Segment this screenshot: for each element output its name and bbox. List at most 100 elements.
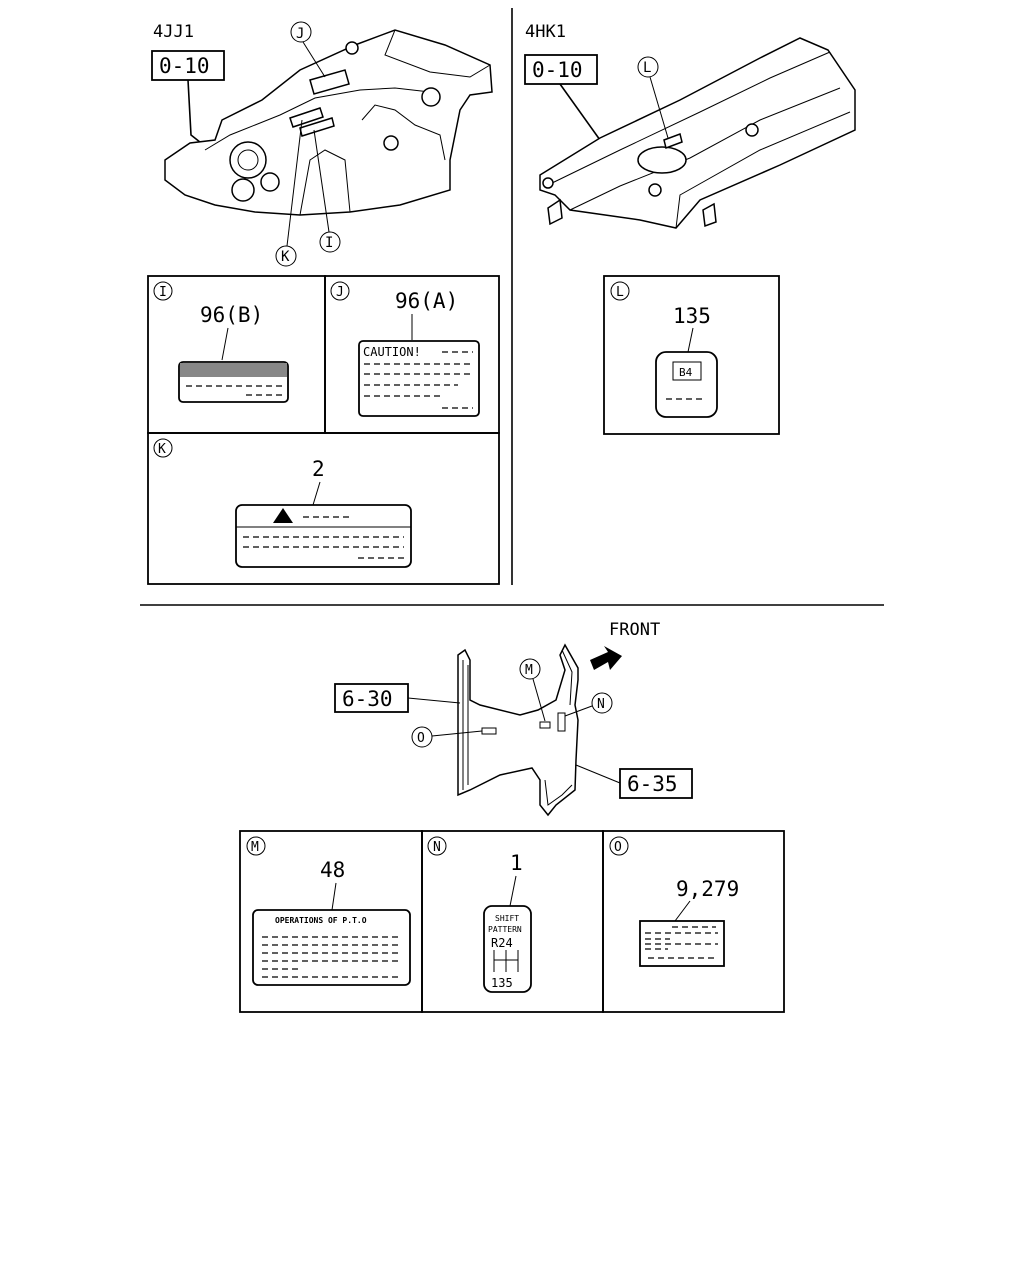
cover-edge [569, 87, 841, 211]
label-l-patch [663, 133, 683, 149]
panel-letter-circle [153, 438, 173, 458]
panel-j: J 96(A) CAUTION! [324, 275, 500, 434]
bolt-hole [542, 177, 554, 189]
ref-box-frame [619, 768, 693, 799]
oil-port [229, 141, 267, 179]
panel-letter-circle [427, 836, 447, 856]
label-i-patch [299, 117, 335, 137]
callout-n[interactable]: N [597, 697, 605, 712]
oil-port [231, 178, 255, 202]
label-outline [639, 920, 725, 967]
panel-k: K 2 [147, 432, 500, 585]
shift-top-gears: R24 [491, 936, 513, 950]
callout-o[interactable]: O [417, 731, 425, 746]
label-j-patch [309, 69, 350, 95]
leader-line [564, 705, 593, 717]
leader-line [286, 119, 303, 247]
label-outline [483, 905, 532, 993]
part-number-135[interactable]: 135 [673, 304, 711, 328]
label-inner-box [672, 361, 702, 381]
console-edge [561, 649, 573, 706]
part-number-9-279[interactable]: 9,279 [676, 877, 739, 901]
cover-edge [547, 51, 831, 186]
label-n-patch [557, 712, 566, 732]
label-heading: OPERATIONS OF P.T.O [275, 916, 367, 925]
panel-letter-circle [609, 836, 629, 856]
caution-text: CAUTION! [363, 345, 421, 359]
panel-o: O 9,279 [602, 830, 785, 1013]
part-number-96a[interactable]: 96(A) [395, 289, 458, 313]
ref-box-6-35[interactable]: 6-35 [627, 772, 678, 796]
panel-letter-circle [153, 281, 173, 301]
bolt-hole [345, 41, 359, 55]
label-k-patch [289, 107, 324, 128]
panel-l: L 135 B4 [603, 275, 780, 435]
callout-j[interactable]: J [296, 26, 304, 42]
part-number-48[interactable]: 48 [320, 858, 345, 882]
leader-line [575, 764, 621, 784]
leader-line [509, 875, 517, 907]
leader-line [313, 129, 330, 233]
panel-letter-m: M [251, 840, 259, 855]
panel-frame [147, 432, 500, 585]
console-edge [544, 779, 573, 806]
leader-line [649, 76, 669, 139]
mount-leg [547, 198, 563, 226]
panel-frame [603, 275, 780, 435]
callout-m[interactable]: M [525, 663, 533, 678]
engine-label-4hk1: 4HK1 [525, 22, 566, 42]
callout-i[interactable]: I [325, 235, 333, 251]
panel-letter-j: J [336, 285, 344, 300]
panel-m: M 48 OPERATIONS OF P.T.O [239, 830, 423, 1013]
mount-leg [702, 202, 717, 228]
cover-edge [384, 29, 491, 78]
cover-edge [299, 149, 351, 216]
label-outline [655, 351, 718, 418]
leader-line [187, 79, 211, 151]
leader-line [431, 730, 483, 737]
bolt-hole [383, 135, 399, 151]
callout-circle [319, 231, 341, 253]
engine-label-4jj1: 4JJ1 [153, 22, 194, 42]
callout-circle [275, 245, 297, 267]
leader-line [559, 83, 601, 141]
callout-l[interactable]: L [643, 60, 651, 76]
panel-letter-i: I [159, 285, 167, 300]
panel-i: I 96(B) [147, 275, 326, 434]
part-number-96b[interactable]: 96(B) [200, 303, 263, 327]
bolt-hole [745, 123, 759, 137]
shift-bottom-gears: 135 [491, 976, 513, 990]
engine-cover-4hk1 [539, 37, 856, 229]
leader-line [687, 327, 694, 353]
leader-line [221, 327, 229, 361]
panel-letter-circle [246, 836, 266, 856]
ref-box-6-30[interactable]: 6-30 [342, 687, 393, 711]
panel-letter-circle [330, 281, 350, 301]
ref-box-0-10-right[interactable]: 0-10 [532, 58, 583, 82]
panel-letter-k: K [158, 442, 166, 457]
panel-frame [602, 830, 785, 1013]
shift-heading: SHIFT [495, 914, 519, 923]
callout-k[interactable]: K [281, 249, 290, 265]
leader-line [532, 678, 546, 722]
warning-triangle-icon [273, 508, 293, 523]
cover-opening [637, 146, 687, 174]
label-outline [358, 340, 480, 417]
label-outline [235, 504, 412, 568]
leader-line [302, 41, 326, 78]
ref-box-0-10-left[interactable]: 0-10 [159, 54, 210, 78]
oil-port [260, 172, 280, 192]
console-panel [457, 643, 579, 817]
part-number-1[interactable]: 1 [510, 851, 523, 875]
oil-port [237, 149, 259, 171]
bolt-hole [421, 87, 441, 107]
cover-edge [204, 87, 431, 151]
part-number-2[interactable]: 2 [312, 457, 325, 481]
front-label: FRONT [609, 620, 660, 640]
panel-n: N 1 SHIFT PATTERN R24 135 [421, 830, 604, 1013]
ref-box-frame [524, 54, 598, 85]
leader-line [407, 697, 461, 704]
bolt-hole [648, 183, 662, 197]
leader-line [312, 481, 321, 506]
